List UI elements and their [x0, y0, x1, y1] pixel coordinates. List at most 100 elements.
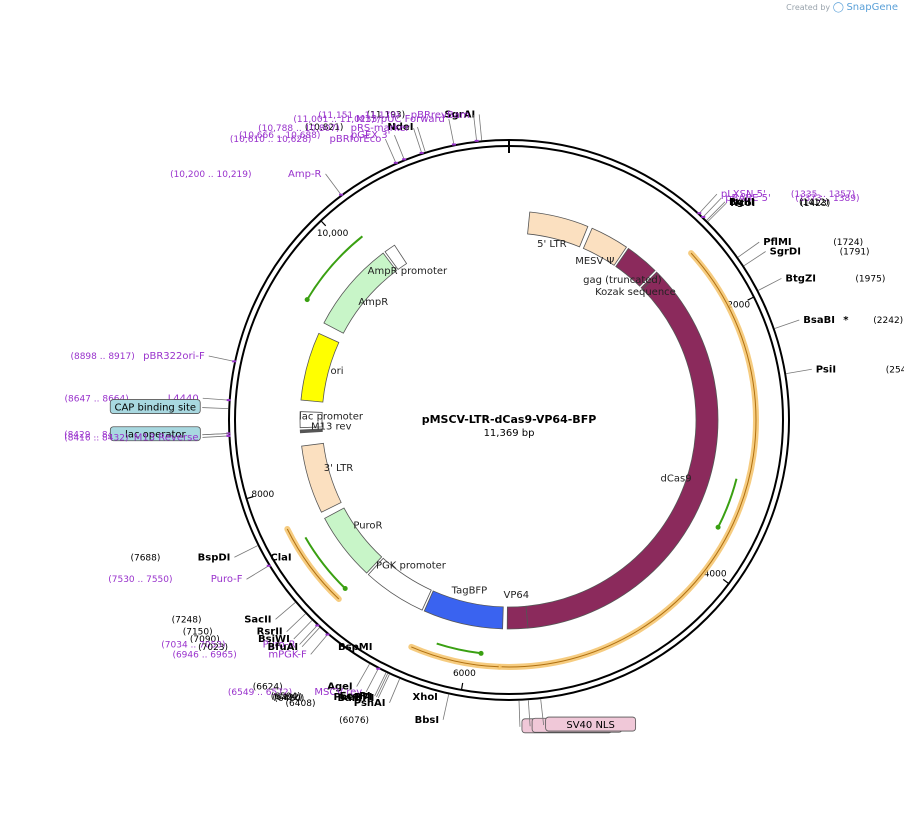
site-label-enzyme[interactable]: SgrAI(11,193)	[367, 109, 476, 120]
site-label-enzyme[interactable]: PflMI(1724)	[763, 237, 863, 248]
site-label-enzyme[interactable]: BspDI(7688)ClaI	[130, 552, 291, 563]
tick-mark	[320, 220, 327, 227]
site-label-enzyme[interactable]: NdeI(10,821)	[305, 122, 414, 133]
site-coord: (6076)	[339, 716, 369, 726]
site-leader-line	[301, 627, 320, 648]
site-name: pLXSN 5'	[721, 189, 766, 200]
site-coord: (10,788 .. 10,807)	[258, 124, 339, 134]
site-name: M13 Reverse	[134, 432, 199, 443]
site-label-primer[interactable]: mPGK-F(6946 .. 6965)	[172, 649, 307, 660]
site-coord: (7023)	[198, 643, 228, 653]
feature-lac-promoter[interactable]	[299, 411, 323, 429]
feature-ampr[interactable]	[323, 252, 397, 334]
feature-pgk-promoter[interactable]	[367, 557, 432, 611]
feature-gag-truncated-[interactable]	[615, 247, 656, 287]
site-name: SV40 NLS	[566, 720, 615, 731]
feature-vp64[interactable]	[506, 605, 529, 630]
site-box	[109, 426, 201, 442]
site-coord: (2242)	[873, 316, 903, 326]
site-name: MSCV-rev	[314, 687, 362, 698]
site-name: Puro-R	[263, 639, 296, 650]
site-label-primer[interactable]: pRS-marker(10,788 .. 10,807)	[258, 123, 410, 134]
tick-label: 10,000	[317, 229, 349, 239]
site-name: L4440	[168, 393, 199, 404]
tick-label: 2000	[727, 301, 750, 311]
site-label-primer[interactable]: pGEX 3'(10,666 .. 10,688)	[239, 130, 390, 141]
feature-tagbfp[interactable]	[423, 590, 504, 630]
site-leader-line	[737, 241, 760, 258]
site-label-feature[interactable]: CAP binding site	[109, 399, 201, 414]
site-label-enzyme[interactable]: EcoRI(6504)	[271, 691, 371, 702]
site-label-enzyme[interactable]: BamHI (6480)	[274, 693, 374, 704]
site-coord: (1412)	[799, 198, 829, 208]
feature-ori[interactable]	[300, 332, 340, 403]
site-label-primer[interactable]: pBABE 5'(1373 .. 1389)	[725, 193, 859, 204]
site-name: PshAI	[354, 698, 386, 709]
site-label-feature[interactable]: lac operator	[109, 426, 201, 442]
site-label-primer[interactable]: MSCV-rev(6549 .. 6572)	[228, 687, 362, 698]
site-label-primer[interactable]: Puro-F(7530 .. 7550)	[108, 574, 243, 585]
site-label-enzyme[interactable]: PshAI(6408)	[286, 698, 386, 709]
site-leader-line	[310, 634, 328, 655]
site-label-primer[interactable]: L4440(8647 .. 8664)	[64, 393, 198, 404]
site-coord: (6492)	[273, 693, 303, 703]
site-coord: (7248)	[172, 615, 202, 625]
site-leader-line	[202, 435, 229, 438]
site-label-primer[interactable]: pBR322ori-F(8898 .. 8917)	[70, 351, 205, 362]
feature-3-ltr[interactable]	[301, 442, 342, 513]
site-label-primer[interactable]: pBRforEco(10,610 .. 10,628)	[230, 134, 381, 145]
site-leader-line	[540, 699, 545, 726]
site-coord: (7034 .. 7053)	[161, 640, 225, 650]
site-label-primer[interactable]: Puro-R (7034 .. 7053)	[161, 639, 295, 650]
site-name: Puro-F	[211, 574, 243, 585]
site-coord: (1423)	[800, 199, 830, 209]
site-coord: (2542)	[886, 365, 904, 375]
site-star: *	[843, 315, 849, 326]
site-name: Amp-R	[288, 169, 322, 180]
site-label-enzyme[interactable]: BfuAI(7023)BspMI	[198, 642, 372, 653]
site-leader-line	[786, 368, 812, 374]
site-label-enzyme[interactable]: SacII(7248)	[172, 614, 272, 625]
site-label-enzyme[interactable]: NcoI(1423)	[730, 198, 830, 209]
site-label-enzyme[interactable]: BtgZI(1975)	[785, 273, 885, 284]
site-label-enzyme[interactable]: PaeR7I(6492)XhoI	[273, 692, 438, 703]
feature-puror[interactable]	[324, 507, 383, 574]
backbone-outer-ring	[228, 139, 790, 701]
site-coord: (6946 .. 6965)	[172, 650, 236, 660]
plasmid-size: 11,369 bp	[484, 428, 535, 439]
site-name: BamHI	[337, 693, 374, 704]
site-coord: (8429 .. 8451)	[64, 431, 128, 441]
site-label-enzyme[interactable]: RsrII(7150)	[183, 627, 283, 638]
site-leader-line	[202, 407, 229, 410]
site-label-enzyme[interactable]: SgrDI(1791)	[770, 247, 870, 258]
site-label-enzyme[interactable]: BsiWI(7090)	[190, 634, 290, 645]
site-label-feature[interactable]: SV40 NLS	[545, 716, 637, 732]
site-label-enzyme[interactable]: PsiI(2542)	[816, 364, 904, 375]
site-leader-line	[275, 602, 296, 620]
site-coord: (7150)	[183, 628, 213, 638]
site-label-primer[interactable]: Amp-R(10,200 .. 10,219)	[170, 169, 321, 180]
site-label-primer[interactable]: pBRrevBam(11,151 .. 11,170)	[318, 110, 469, 121]
site-name: BtgZI	[785, 273, 816, 284]
site-label-primer[interactable]: M13 Reverse(8416 .. 8432)	[64, 432, 198, 443]
site-label-primer[interactable]: pLXSN 5'(1335 .. 1357)	[721, 189, 855, 200]
site-leader-line	[774, 319, 800, 329]
feature-mesv-[interactable]	[582, 227, 628, 266]
map-features-layer	[284, 211, 759, 670]
site-label-enzyme[interactable]: BbsI(6076)	[339, 715, 439, 726]
site-leader-line	[518, 700, 521, 727]
site-label-enzyme[interactable]: AgeI(6624)	[253, 682, 353, 693]
feature-5-ltr[interactable]	[527, 211, 589, 248]
site-label-primer[interactable]: M13/pUC Forward(11,001 .. 11,023)	[293, 114, 444, 125]
site-name: PflMI	[763, 237, 791, 248]
feature-dcas9[interactable]	[525, 273, 719, 629]
site-name: BsaBI	[803, 315, 835, 326]
site-label-enzyme[interactable]: BglII(1412)	[729, 197, 829, 208]
site-coord: (6480)	[274, 694, 304, 704]
feature-ampr-promoter[interactable]	[384, 244, 408, 271]
site-coord: (7688)	[130, 553, 160, 563]
feature-m13-rev[interactable]	[299, 428, 323, 434]
site-leader-line	[374, 672, 387, 697]
site-label-enzyme[interactable]: BsaBI (2242) *	[803, 315, 903, 326]
